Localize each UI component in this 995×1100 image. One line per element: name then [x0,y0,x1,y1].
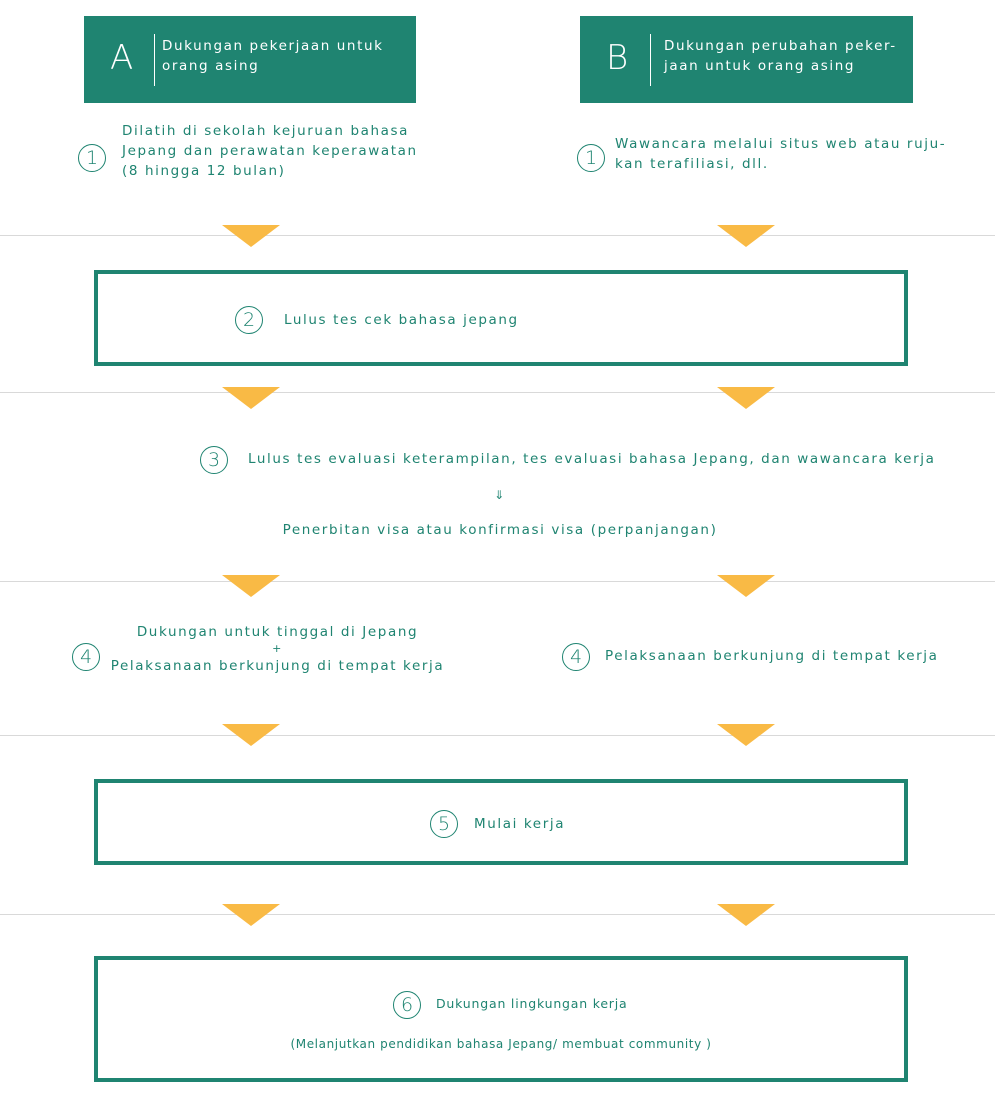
header-b-text: Dukungan perubahan peker- jaan untuk ora… [664,36,897,76]
arrow-down-icon [222,575,280,597]
step1-b-number: 1 [577,144,605,172]
arrow-down-icon [222,225,280,247]
step1-a-line2: Jepang dan perawatan keperawatan [122,143,418,159]
header-b-line1: Dukungan perubahan peker- [664,38,897,54]
step1-a-text: Dilatih di sekolah kejuruan bahasa Jepan… [122,121,418,181]
header-a: A Dukungan pekerjaan untuk orang asing [84,16,416,103]
step6-sub: (Melanjutkan pendidikan bahasa Jepang/ m… [290,1037,712,1051]
header-a-divider [154,34,155,86]
step1-b-text: Wawancara melalui situs web atau ruju- k… [615,134,946,174]
arrow-down-icon [717,387,775,409]
step4-a-line1: Dukungan untuk tinggal di Jepang [136,624,419,640]
step1-a-line1: Dilatih di sekolah kejuruan bahasa [122,123,410,139]
step4-a-line2: Pelaksanaan berkunjung di tempat kerja [110,658,445,674]
step4-b-number: 4 [562,643,590,671]
divider [0,914,995,915]
step4-a-number: 4 [72,643,100,671]
header-a-line1: Dukungan pekerjaan untuk [162,38,384,54]
step3-arrow: ⇓ [494,488,506,502]
arrow-down-icon [717,724,775,746]
step1-a-line3: (8 hingga 12 bulan) [122,163,286,179]
arrow-down-icon [222,904,280,926]
step3-text: Lulus tes evaluasi keterampilan, tes eva… [248,451,936,467]
header-a-line2: orang asing [162,58,260,74]
step3-number: 3 [200,446,228,474]
divider [0,581,995,582]
step2-number: 2 [235,306,263,334]
step5-box: 5 Mulai kerja [94,779,908,865]
step2-text: Lulus tes cek bahasa jepang [284,312,519,328]
step4-b-text: Pelaksanaan berkunjung di tempat kerja [605,648,939,664]
header-a-text: Dukungan pekerjaan untuk orang asing [162,36,384,76]
header-b-divider [650,34,651,86]
step1-b-line1: Wawancara melalui situs web atau ruju- [615,136,947,152]
step1-b-line2: kan terafiliasi, dll. [615,156,769,172]
arrow-down-icon [717,904,775,926]
arrow-down-icon [222,387,280,409]
step6-text: Dukungan lingkungan kerja [436,996,628,1011]
divider [0,392,995,393]
header-b-letter: B [606,38,629,78]
step4-a-plus: + [272,642,283,655]
header-a-letter: A [110,38,134,78]
step6-number: 6 [393,991,421,1019]
arrow-down-icon [717,575,775,597]
header-b-line2: jaan untuk orang asing [664,58,856,74]
step5-number: 5 [430,810,458,838]
header-b: B Dukungan perubahan peker- jaan untuk o… [580,16,913,103]
arrow-down-icon [717,225,775,247]
divider [0,235,995,236]
step2-box: 2 Lulus tes cek bahasa jepang [94,270,908,366]
step5-text: Mulai kerja [474,816,566,832]
divider [0,735,995,736]
arrow-down-icon [222,724,280,746]
step3-text2: Penerbitan visa atau konfirmasi visa (pe… [282,522,718,538]
step4-a-text: Dukungan untuk tinggal di Jepang + Pelak… [110,622,445,676]
step1-a-number: 1 [78,144,106,172]
step6-box: 6 Dukungan lingkungan kerja (Melanjutkan… [94,956,908,1082]
